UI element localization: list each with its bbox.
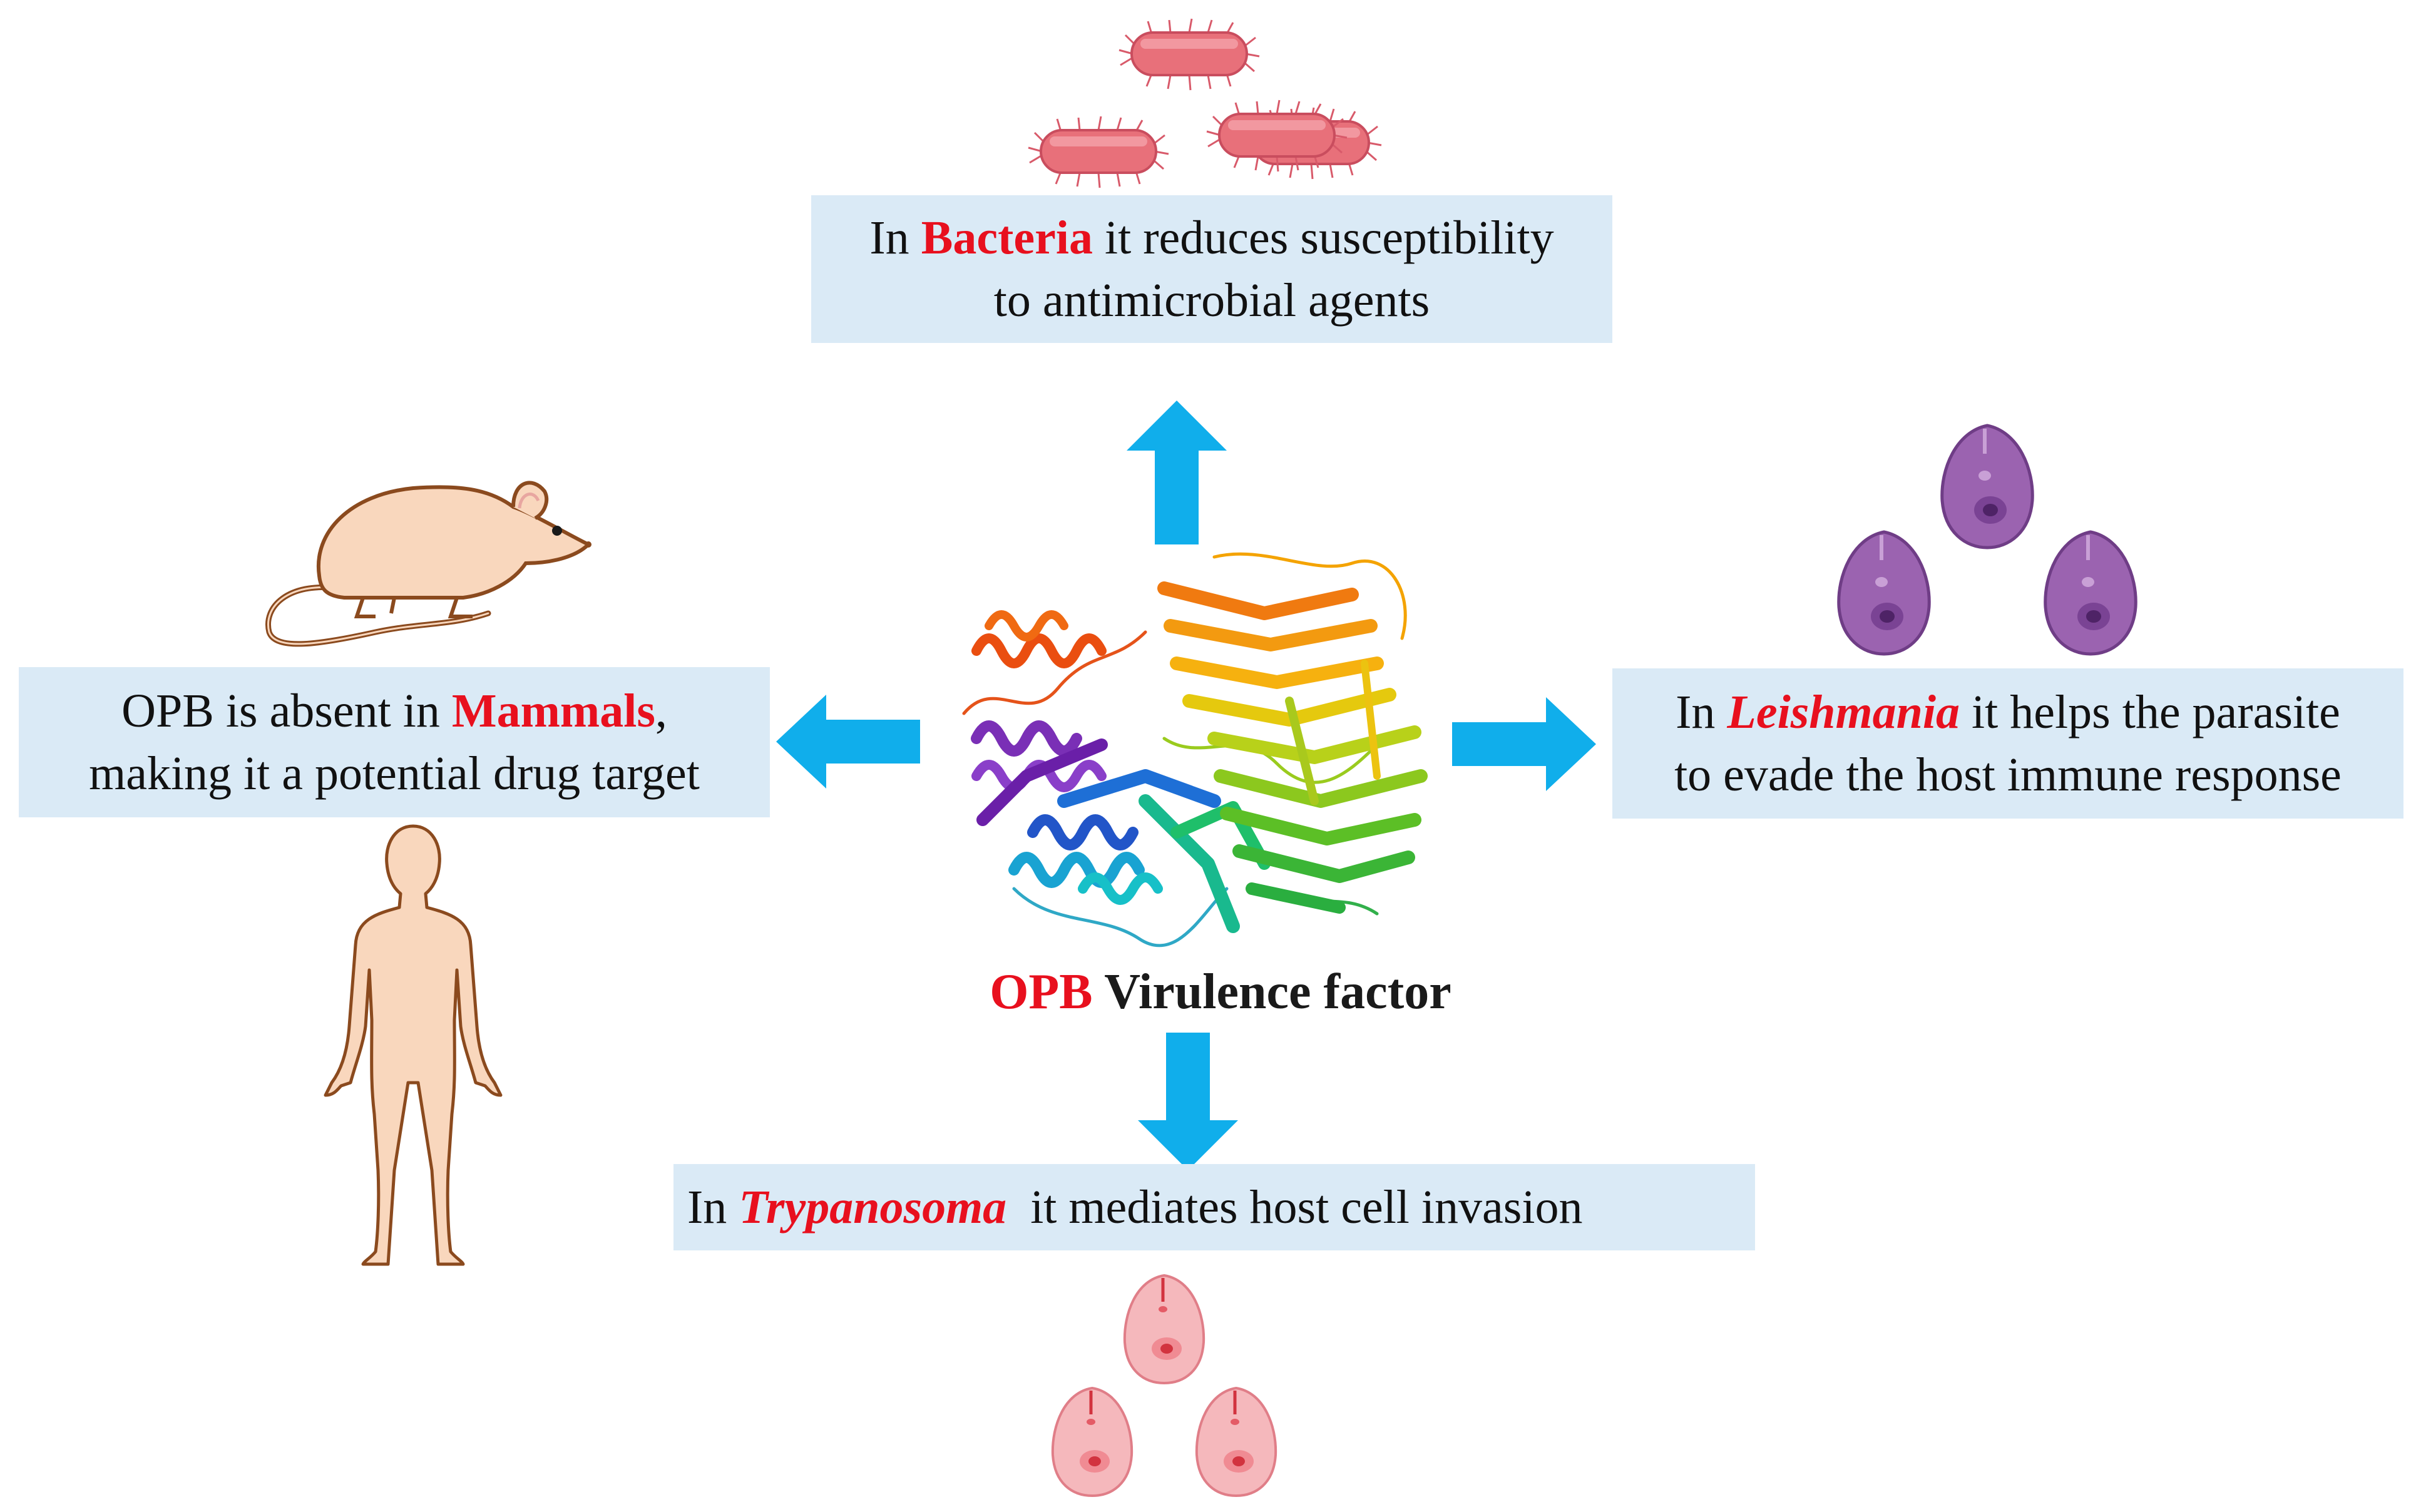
mammals-highlight: Mammals: [451, 685, 655, 737]
text-suffix: it reduces susceptibility: [1093, 212, 1554, 264]
mammals-description-line-2: making it a potential drug target: [89, 747, 700, 800]
text-prefix: In: [1676, 686, 1728, 738]
bacteria-description-box: In Bacteria it reduces susceptibility to…: [811, 195, 1612, 343]
protein-structure-icon: [962, 552, 1428, 948]
trypanosoma-parasite-icon: [1052, 1270, 1277, 1502]
trypanosoma-highlight: Trypanosoma: [739, 1181, 1007, 1234]
mammals-description-line-1: OPB is absent in Mammals,: [121, 680, 667, 742]
text-prefix: OPB is absent in: [121, 685, 452, 737]
text-prefix: In: [687, 1181, 739, 1234]
human-body-icon: [324, 824, 503, 1266]
leishmania-highlight: Leishmania: [1727, 686, 1960, 738]
arrow-left-icon: [776, 695, 920, 789]
text-suffix: it mediates host cell invasion: [1006, 1181, 1583, 1234]
leishmania-description-box: In Leishmania it helps the parasite to e…: [1612, 668, 2403, 819]
arrow-right-icon: [1452, 697, 1596, 791]
center-title: OPB Virulence factor: [939, 964, 1502, 1021]
bacteria-icon: [1027, 18, 1383, 189]
text-prefix: In: [869, 212, 921, 264]
center-title-rest: Virulence factor: [1092, 964, 1451, 1019]
bacteria-highlight: Bacteria: [921, 212, 1093, 264]
text-suffix: ,: [655, 685, 667, 737]
rat-icon: [265, 481, 592, 647]
trypanosoma-description-box: In Trypanosoma it mediates host cell inv…: [673, 1164, 1755, 1250]
arrow-down-icon: [1138, 1033, 1238, 1170]
leishmania-description-line-2: to evade the host immune response: [1674, 748, 2342, 801]
opb-highlight: OPB: [990, 964, 1093, 1019]
bacteria-description-line-2: to antimicrobial agents: [993, 274, 1430, 327]
trypanosoma-description-line-1: In Trypanosoma it mediates host cell inv…: [687, 1176, 1582, 1239]
leishmania-parasite-icon: [1834, 419, 2147, 670]
bacteria-description-line-1: In Bacteria it reduces susceptibility: [869, 207, 1554, 269]
text-suffix: it helps the parasite: [1960, 686, 2340, 738]
mammals-description-box: OPB is absent in Mammals, making it a po…: [19, 667, 770, 817]
arrow-up-icon: [1127, 401, 1227, 544]
leishmania-description-line-1: In Leishmania it helps the parasite: [1676, 681, 2340, 743]
